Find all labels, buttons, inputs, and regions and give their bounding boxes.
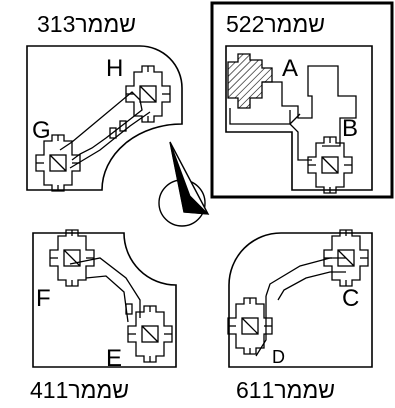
building-name-522: 522שממר bbox=[226, 11, 325, 37]
section-label-c: C bbox=[342, 285, 359, 312]
section-label-f: F bbox=[36, 285, 51, 312]
building-name-313: 313שממר bbox=[37, 11, 136, 37]
section-label-b: B bbox=[342, 115, 358, 142]
north-arrow-icon bbox=[158, 141, 210, 227]
section-label-d: D bbox=[272, 347, 285, 367]
quadrant-411: F E 411שממר bbox=[30, 229, 177, 403]
quadrant-313: 313שממר H G bbox=[26, 11, 183, 192]
section-label-e: E bbox=[106, 345, 122, 372]
building-name-611: 611שממר bbox=[236, 377, 335, 403]
quadrant-522: 522שממר A B bbox=[210, 1, 394, 199]
building-name-411: 411שממר bbox=[30, 377, 129, 403]
highlight-frame bbox=[210, 1, 394, 199]
section-label-a: A bbox=[282, 55, 298, 82]
section-label-h: H bbox=[106, 55, 123, 82]
quadrant-611: C D 611שממר bbox=[227, 229, 373, 403]
section-label-g: G bbox=[32, 117, 51, 144]
